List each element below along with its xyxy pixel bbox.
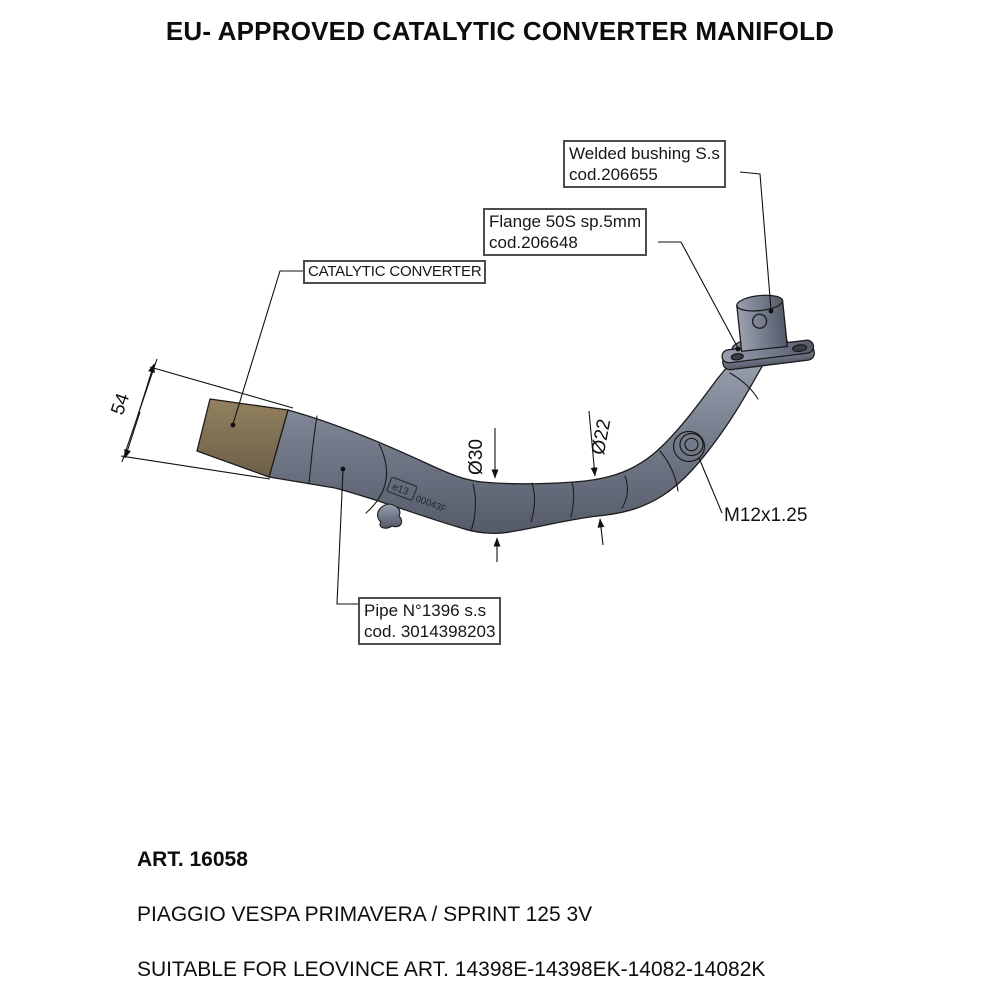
welded-bushing-cylinder bbox=[736, 294, 789, 352]
page-title: EU- APPROVED CATALYTIC CONVERTER MANIFOL… bbox=[165, 16, 835, 46]
dim-54-label: 54 bbox=[107, 390, 134, 417]
callout-welded-bushing: Welded bushing S.s cod.206655 bbox=[563, 140, 726, 188]
catalyst-end-cap bbox=[196, 398, 289, 478]
pipe-silhouette bbox=[268, 354, 765, 534]
leader-thread bbox=[698, 457, 723, 514]
exhaust-pipe-body bbox=[196, 294, 815, 534]
vehicle-model: PIAGGIO VESPA PRIMAVERA / SPRINT 125 3V bbox=[137, 903, 593, 926]
thread-label: M12x1.25 bbox=[724, 505, 807, 526]
callout-pipe: Pipe N°1396 s.s cod. 3014398203 bbox=[358, 597, 502, 645]
leader-catalytic-converter bbox=[232, 270, 303, 425]
pipe-name: Pipe N°1396 s.s bbox=[364, 601, 487, 620]
weld-joint-lines bbox=[308, 372, 759, 532]
dimension-lines bbox=[120, 171, 774, 605]
welded-bushing-name: Welded bushing S.s bbox=[569, 144, 720, 163]
dia-30-label: Ø30 bbox=[466, 439, 487, 475]
welded-bushing-code: cod.206655 bbox=[569, 165, 658, 184]
pipe-code: cod. 3014398203 bbox=[364, 622, 496, 641]
leader-pipe bbox=[336, 469, 358, 605]
mounting-hook bbox=[377, 503, 403, 529]
bushing-hole bbox=[751, 313, 768, 329]
leader-flange bbox=[658, 241, 739, 349]
flange-bolt-hole-left bbox=[730, 353, 744, 361]
leader-welded-bushing bbox=[739, 171, 772, 311]
compatibility-note: SUITABLE FOR LEOVINCE ART. 14398E-14398E… bbox=[137, 958, 766, 981]
flange-plate bbox=[721, 339, 815, 371]
flange-bolt-hole-right bbox=[792, 344, 808, 353]
flange-code: cod.206648 bbox=[489, 233, 578, 252]
catalytic-converter-label: CATALYTIC CONVERTER bbox=[308, 263, 482, 280]
dia-22-label: Ø22 bbox=[588, 417, 615, 456]
article-number: ART. 16058 bbox=[137, 848, 248, 871]
flange-name: Flange 50S sp.5mm bbox=[489, 212, 642, 231]
m12-bung bbox=[672, 430, 706, 463]
callout-catalytic-converter: CATALYTIC CONVERTER bbox=[303, 260, 487, 284]
callout-flange: Flange 50S sp.5mm cod.206648 bbox=[483, 208, 648, 256]
